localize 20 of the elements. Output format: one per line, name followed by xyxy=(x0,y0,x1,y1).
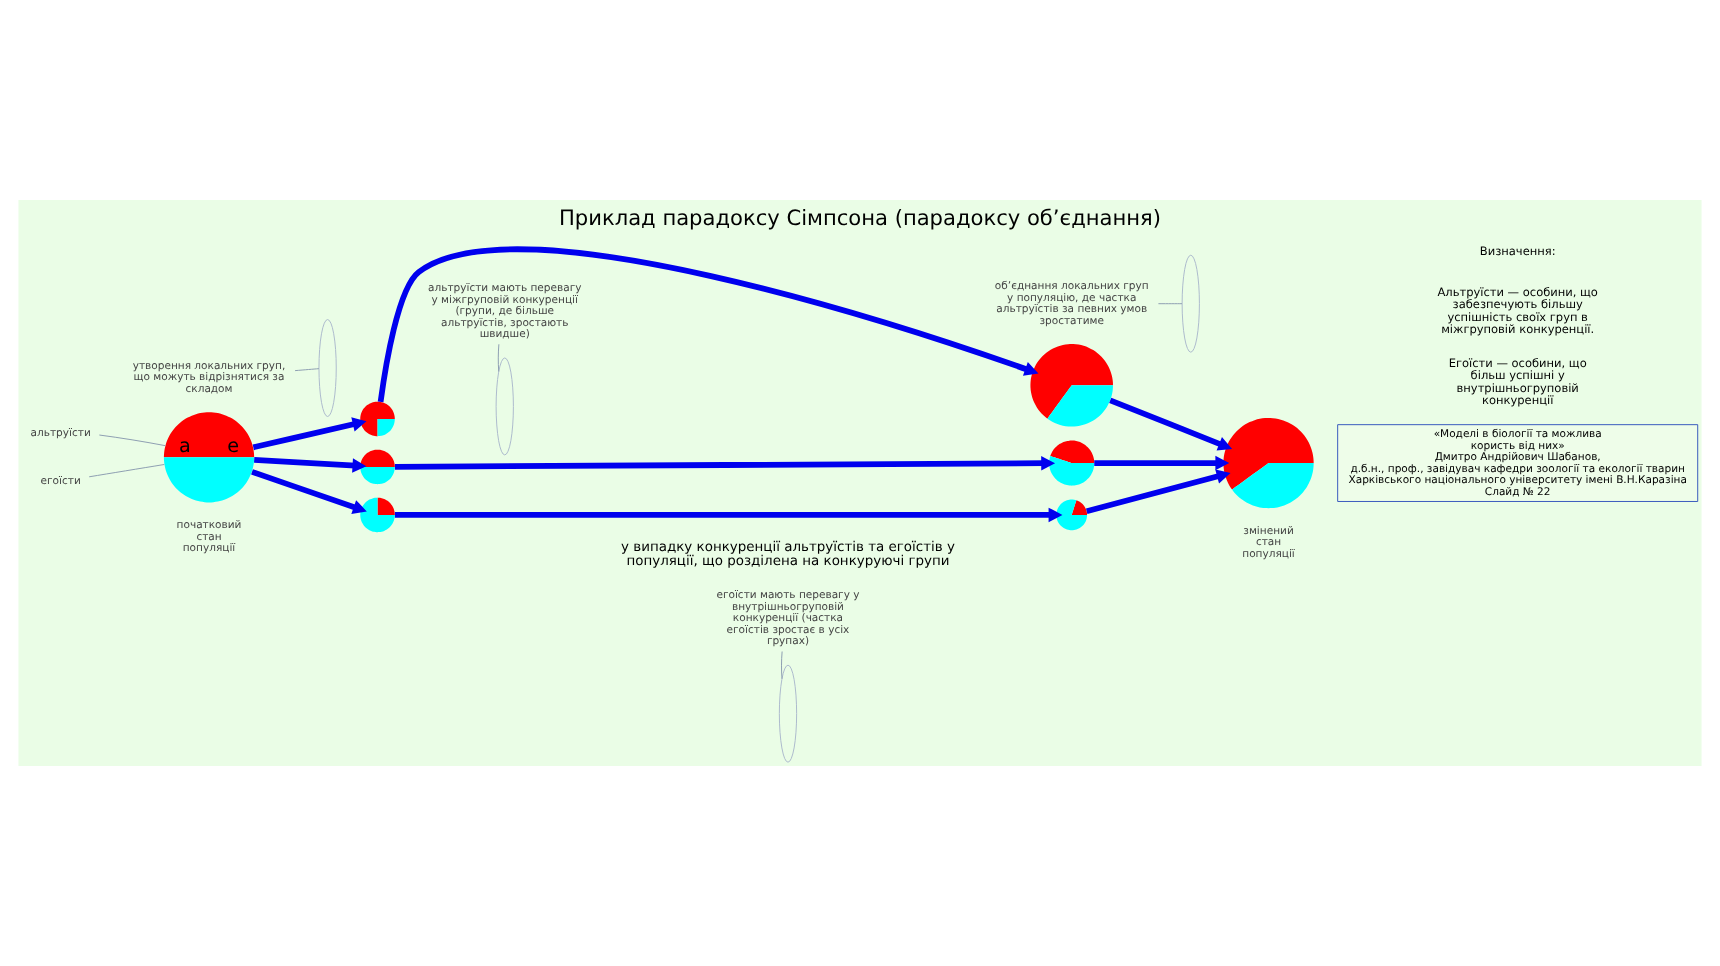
node-ellipse xyxy=(1181,254,1200,353)
arrow xyxy=(394,507,1063,523)
arrow xyxy=(252,417,367,451)
connector xyxy=(1157,303,1183,305)
arrow xyxy=(1109,397,1233,451)
node-ellipse xyxy=(318,319,337,417)
arrow xyxy=(394,455,1056,471)
connector xyxy=(88,464,165,478)
diagram-title: Приклад парадоксу Сімпсона (парадоксу об’єднання) xyxy=(559,206,1161,231)
connector xyxy=(98,434,166,447)
arrow xyxy=(251,469,367,514)
arrow xyxy=(254,457,367,473)
arrow xyxy=(1085,469,1231,514)
arrow xyxy=(1094,455,1230,471)
connector xyxy=(497,343,500,372)
node-ellipse xyxy=(495,357,514,456)
connector xyxy=(294,368,320,372)
connector xyxy=(781,651,783,680)
node-ellipse xyxy=(778,664,798,763)
arrow xyxy=(377,246,1039,403)
